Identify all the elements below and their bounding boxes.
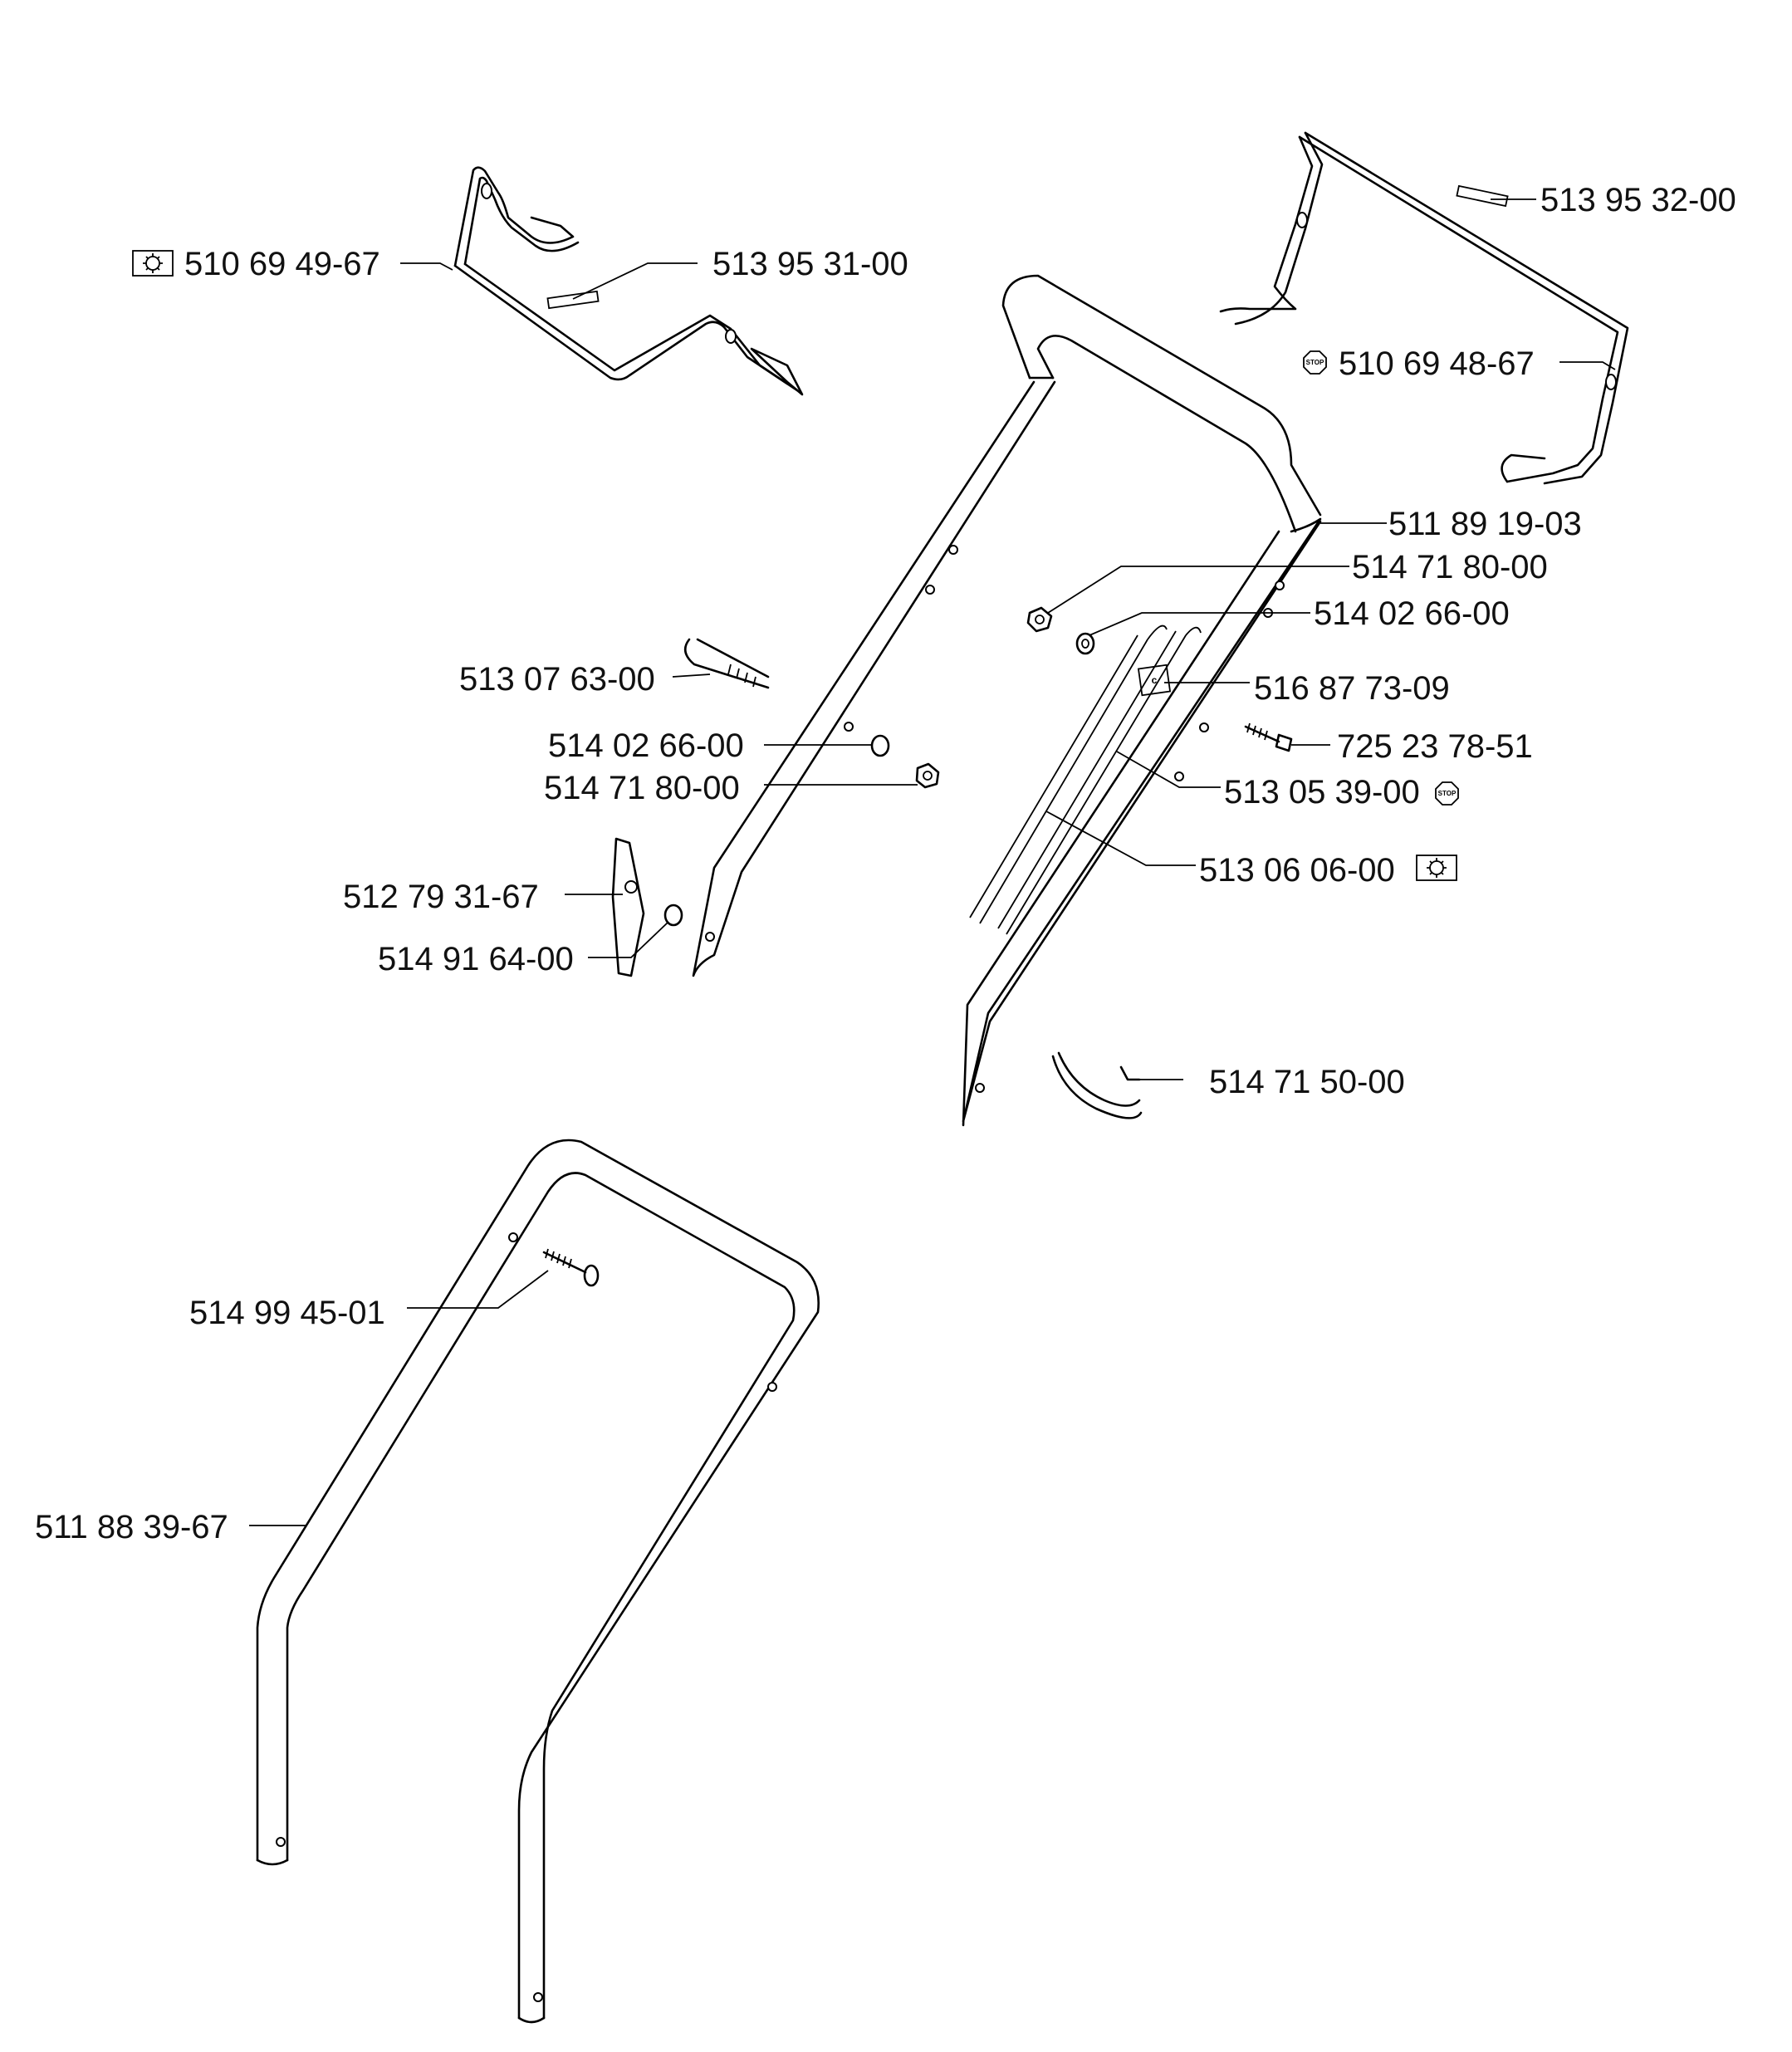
part-label-510-69-48-67: 510 69 48-67 [1339,345,1535,382]
cable-clip-drawing: c [1137,664,1172,697]
part-label-510-69-49-67: 510 69 49-67 [184,246,380,282]
screw-725-drawing [1244,722,1293,752]
gear-box-icon-cable [1416,855,1457,881]
part-label-512-79-31-67: 512 79 31-67 [343,879,539,915]
gear-box-icon [132,250,174,277]
part-label-514-99-45-01: 514 99 45-01 [189,1295,385,1331]
stop-icon-text: STOP [1306,359,1324,366]
part-label-513-06-06-00: 513 06 06-00 [1199,852,1395,889]
part-labels: 510 69 49-67 513 95 31-00 513 95 32-00 5… [35,182,1736,1545]
part-label-516-87-73-09: 516 87 73-09 [1254,670,1450,707]
part-label-513-07-63-00: 513 07 63-00 [459,661,655,698]
part-label-725-23-78-51: 725 23 78-51 [1337,728,1533,765]
part-label-514-02-66-00-right: 514 02 66-00 [1314,595,1510,632]
part-label-513-95-31-00: 513 95 31-00 [712,246,908,282]
part-label-511-89-19-03: 511 89 19-03 [1388,506,1582,542]
control-bail-left-drawing [453,166,804,396]
stop-icon-cable-text: STOP [1438,790,1457,797]
part-label-513-05-39-00: 513 05 39-00 [1224,774,1420,811]
part-label-511-88-39-67: 511 88 39-67 [35,1509,228,1545]
clip-letter-text: c [1152,674,1158,686]
washer-left-drawing [870,734,890,757]
part-label-514-71-80-00-left: 514 71 80-00 [544,770,740,806]
part-label-514-91-64-00: 514 91 64-00 [378,941,574,977]
lower-handle-drawing [256,1139,820,2024]
knob-drawing [611,837,645,977]
cable-tie-drawing [1051,1051,1143,1119]
cables-drawing [969,624,1202,935]
screw-514-99-drawing [542,1248,600,1287]
decal-left [546,290,600,310]
part-label-513-95-32-00: 513 95 32-00 [1540,182,1736,218]
control-bail-right-drawing [1219,131,1629,485]
part-label-514-71-80-00-right: 514 71 80-00 [1352,549,1548,585]
leader-lines [249,198,1616,1526]
stop-icon-cable: STOP [1435,781,1459,806]
nut-washer-right-drawing [1026,606,1095,655]
nut-left-drawing [915,762,940,789]
decal-right [1456,184,1509,208]
part-label-514-02-66-00-left: 514 02 66-00 [548,727,744,764]
washer-514-91-drawing [663,904,683,927]
upper-handle-drawing [692,274,1322,1127]
part-label-514-71-50-00: 514 71 50-00 [1209,1064,1405,1100]
bolt-513-drawing [683,638,770,689]
stop-icon: STOP [1303,350,1327,375]
